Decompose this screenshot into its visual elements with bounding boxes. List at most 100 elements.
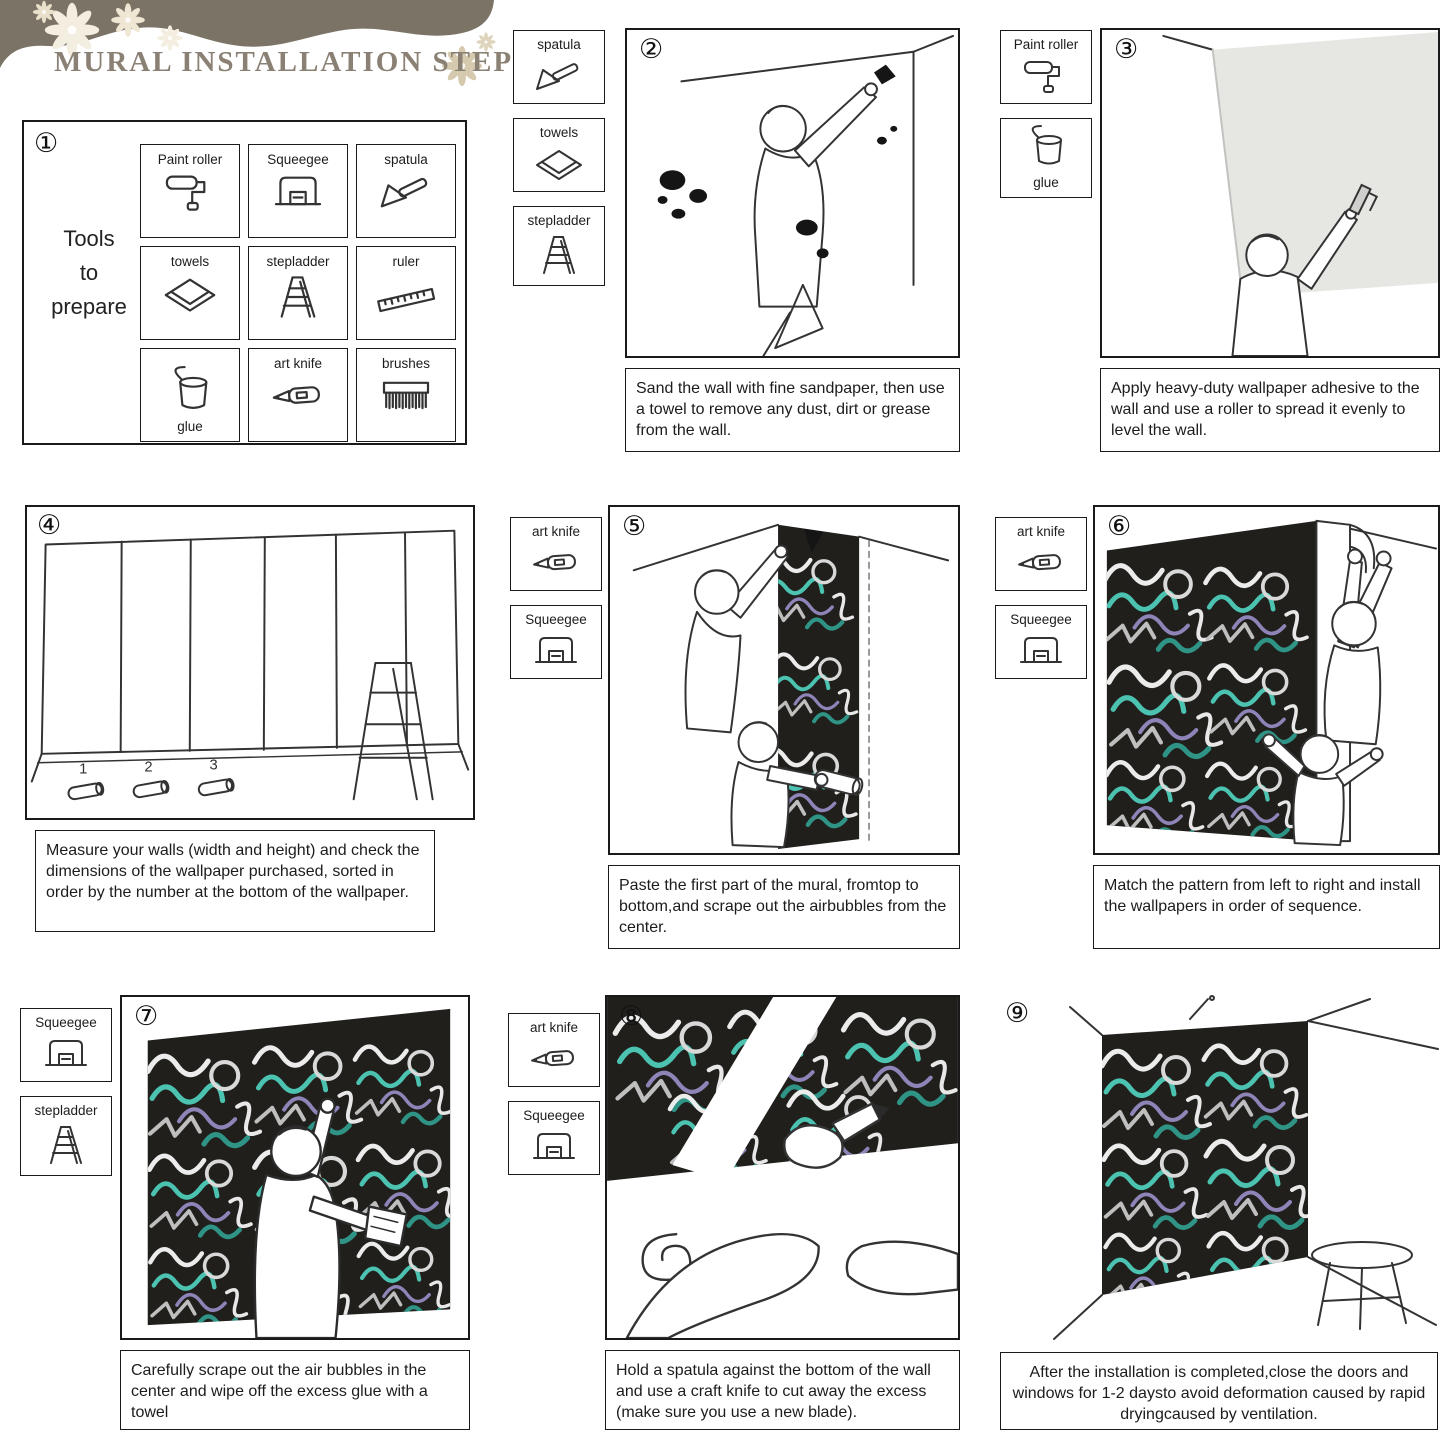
step-9: ⑨ xyxy=(998,995,1440,1431)
tool-label: glue xyxy=(177,419,203,434)
tool-label: spatula xyxy=(384,152,428,167)
towels-icon xyxy=(536,150,582,180)
art-knife-icon xyxy=(1017,553,1062,572)
squeegee-icon xyxy=(535,637,577,663)
tools-grid: Paint roller Squeegee spatula towels ste… xyxy=(140,144,456,442)
step-5-tools: art knife Squeegee xyxy=(510,517,602,679)
step-6-illustration: ⑥ xyxy=(1093,505,1440,855)
tool-chip-art-knife: art knife xyxy=(510,517,602,591)
step-5: art knife Squeegee ⑤ xyxy=(508,505,960,955)
squeegee-icon xyxy=(274,176,322,206)
tool-label: stepladder xyxy=(266,254,330,269)
roll-label-1: 1 xyxy=(79,762,87,778)
squeegee-icon xyxy=(45,1040,87,1066)
roll-label-2: 2 xyxy=(144,760,152,776)
tool-chip-label: art knife xyxy=(531,524,581,539)
tool-item-spatula: spatula xyxy=(356,144,456,238)
tool-label: art knife xyxy=(273,356,323,371)
tool-label: ruler xyxy=(392,254,420,269)
stepladder-icon xyxy=(280,276,316,318)
tool-label: towels xyxy=(170,254,210,269)
step-7-illustration: ⑦ xyxy=(120,995,470,1340)
step-2-caption: Sand the wall with fine sandpaper, then … xyxy=(625,368,960,452)
step-5-caption: Paste the first part of the mural, fromt… xyxy=(608,865,960,949)
art-knife-icon xyxy=(530,1049,575,1068)
step-8-caption: Hold a spatula against the bottom of the… xyxy=(605,1350,960,1430)
brushes-icon xyxy=(382,381,430,410)
tool-chip-art-knife: art knife xyxy=(508,1013,600,1087)
roll-label-3: 3 xyxy=(210,758,218,774)
paint-roller-icon xyxy=(165,175,206,211)
stepladder-icon xyxy=(50,1126,82,1164)
header-banner: MURAL INSTALLATION STEPS xyxy=(0,0,529,112)
tool-chip-squeegee: Squeegee xyxy=(20,1008,112,1082)
tool-chip-label: Squeegee xyxy=(1010,612,1072,627)
stepladder-icon xyxy=(543,236,575,274)
tool-label: Squeegee xyxy=(267,152,329,167)
tools-panel-label: Tools to prepare xyxy=(40,222,138,324)
step-2-number: ② xyxy=(639,34,664,65)
tool-item-stepladder: stepladder xyxy=(248,246,348,340)
paint-roller-icon xyxy=(1024,61,1060,93)
step-3-number: ③ xyxy=(1114,34,1139,65)
tool-chip-label: art knife xyxy=(529,1020,579,1035)
tool-chip-squeegee: Squeegee xyxy=(995,605,1087,679)
tool-chip-spatula: spatula xyxy=(513,30,605,104)
squeegee-icon xyxy=(533,1133,575,1159)
step-4-illustration: ④ 1 2 3 xyxy=(25,505,475,820)
tool-item-art-knife: art knife xyxy=(248,348,348,442)
tool-chip-squeegee: Squeegee xyxy=(508,1101,600,1175)
step-9-caption: After the installation is completed,clos… xyxy=(1000,1352,1438,1430)
step-8-tools: art knife Squeegee xyxy=(508,1013,600,1175)
tool-chip-label: glue xyxy=(1033,175,1059,190)
tool-chip-art-knife: art knife xyxy=(995,517,1087,591)
tool-chip-label: stepladder xyxy=(34,1103,98,1118)
tool-chip-label: art knife xyxy=(1016,524,1066,539)
tool-item-paint-roller: Paint roller xyxy=(140,144,240,238)
tools-panel-label-line: Tools xyxy=(63,226,115,251)
step-9-number: ⑨ xyxy=(1005,998,1030,1029)
tool-label: brushes xyxy=(381,356,431,371)
step-1-number: ① xyxy=(34,128,59,159)
step-3-tools: Paint roller glue xyxy=(1000,30,1092,198)
spatula-icon xyxy=(380,176,429,208)
step-6-number: ⑥ xyxy=(1107,511,1132,542)
step-4-caption: Measure your walls (width and height) an… xyxy=(35,830,435,932)
tools-panel-label-line: prepare xyxy=(51,294,127,320)
step-6: art knife Squeegee ⑥ xyxy=(993,505,1440,955)
tool-chip-label: Squeegee xyxy=(525,612,587,627)
tool-chip-label: stepladder xyxy=(527,213,591,228)
tool-label: Paint roller xyxy=(157,152,223,167)
tools-panel: ① Tools to prepare Paint roller Squeegee… xyxy=(22,120,467,445)
step-2: spatula towels stepladder ② xyxy=(510,28,960,453)
tool-item-brushes: brushes xyxy=(356,348,456,442)
tool-item-glue: glue xyxy=(140,348,240,442)
glue-icon xyxy=(174,366,208,409)
art-knife-icon xyxy=(532,553,577,572)
tool-chip-label: Paint roller xyxy=(1013,37,1079,52)
step-7-number: ⑦ xyxy=(134,1001,159,1032)
tool-chip-paint-roller: Paint roller xyxy=(1000,30,1092,104)
step-3-caption: Apply heavy-duty wallpaper adhesive to t… xyxy=(1100,368,1440,452)
step-6-caption: Match the pattern from left to right and… xyxy=(1093,865,1440,949)
tool-item-ruler: ruler xyxy=(356,246,456,340)
step-2-illustration: ② xyxy=(625,28,960,358)
step-7-caption: Carefully scrape out the air bubbles in … xyxy=(120,1350,470,1430)
tool-chip-towels: towels xyxy=(513,118,605,192)
tool-chip-stepladder: stepladder xyxy=(20,1096,112,1176)
tool-chip-squeegee: Squeegee xyxy=(510,605,602,679)
glue-icon xyxy=(1031,125,1062,165)
tool-chip-glue: glue xyxy=(1000,118,1092,198)
step-3: Paint roller glue ③ xyxy=(995,28,1445,453)
step-5-number: ⑤ xyxy=(622,511,647,542)
step-7-tools: Squeegee stepladder xyxy=(20,1008,112,1176)
step-8: art knife Squeegee ⑧ xyxy=(505,995,960,1431)
step-3-illustration: ③ xyxy=(1100,28,1440,358)
tool-chip-label: Squeegee xyxy=(35,1015,97,1030)
tool-chip-label: towels xyxy=(539,125,579,140)
tools-panel-label-line: to xyxy=(79,260,99,286)
ruler-icon xyxy=(377,287,436,313)
tool-item-squeegee: Squeegee xyxy=(248,144,348,238)
step-9-illustration xyxy=(1040,995,1440,1340)
